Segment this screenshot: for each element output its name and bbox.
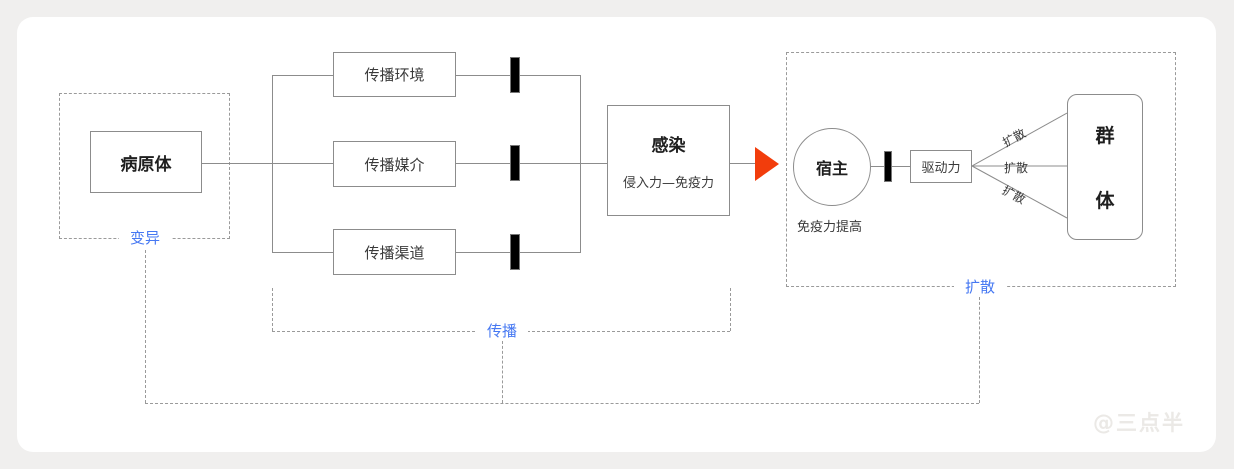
infection-connector-out bbox=[730, 163, 756, 164]
diffusion-feedback-line bbox=[979, 297, 980, 403]
host-barrier-bar bbox=[884, 151, 892, 182]
host-connector-out bbox=[871, 166, 884, 167]
channel-barrier-bar bbox=[510, 234, 520, 270]
mutation-feedback-line bbox=[145, 250, 146, 403]
medium-barrier-bar bbox=[510, 145, 520, 181]
population-node: 群 体 bbox=[1067, 94, 1143, 240]
infection-subtitle: 侵入力—免疫力 bbox=[622, 175, 714, 191]
transmission-feedback-line bbox=[502, 341, 503, 403]
infection-arrow-icon bbox=[755, 147, 779, 181]
driver-node: 驱动力 bbox=[910, 150, 972, 183]
driver-label: 驱动力 bbox=[921, 161, 961, 176]
spread-fan-lines bbox=[972, 112, 1067, 219]
transmission-channel-label: 传播渠道 bbox=[364, 243, 425, 262]
mutation-stage-label: 变异 bbox=[119, 229, 171, 247]
transmission-medium-label: 传播媒介 bbox=[364, 155, 425, 174]
transmission-channel-node: 传播渠道 bbox=[333, 229, 456, 275]
pathogen-node: 病原体 bbox=[90, 131, 202, 193]
split-trunk-left bbox=[272, 75, 273, 253]
transmission-stage-label: 传播 bbox=[476, 322, 528, 340]
host-label: 宿主 bbox=[815, 159, 848, 178]
feedback-bottom-line bbox=[145, 403, 979, 404]
infection-node: 感染 侵入力—免疫力 bbox=[607, 105, 730, 216]
host-note: 免疫力提高 bbox=[797, 220, 863, 235]
pathogen-connector bbox=[202, 163, 272, 164]
merge-trunk-right bbox=[580, 75, 581, 253]
infection-connector-in bbox=[580, 163, 607, 164]
transmission-env-label: 传播环境 bbox=[364, 66, 425, 84]
diagram-canvas bbox=[17, 17, 1216, 452]
host-node: 宿主 bbox=[793, 128, 871, 206]
pathogen-label: 病原体 bbox=[120, 154, 172, 175]
diffusion-stage-label: 扩散 bbox=[954, 278, 1006, 296]
env-barrier-bar bbox=[510, 57, 520, 93]
population-char-top: 群 bbox=[1095, 125, 1115, 147]
transmission-bracket-left bbox=[272, 288, 273, 331]
population-char-bottom: 体 bbox=[1095, 190, 1115, 212]
medium-connector-left bbox=[272, 163, 333, 164]
driver-connector-in bbox=[892, 166, 910, 167]
channel-connector-left bbox=[272, 252, 333, 253]
env-connector-left bbox=[272, 75, 333, 76]
spread-edge-label-mid: 扩散 bbox=[1004, 161, 1029, 175]
infection-title: 感染 bbox=[651, 135, 686, 156]
transmission-medium-node: 传播媒介 bbox=[333, 141, 456, 187]
transmission-bracket-right bbox=[730, 288, 731, 331]
watermark: @三点半 bbox=[1093, 411, 1185, 435]
transmission-env-node: 传播环境 bbox=[333, 52, 456, 97]
